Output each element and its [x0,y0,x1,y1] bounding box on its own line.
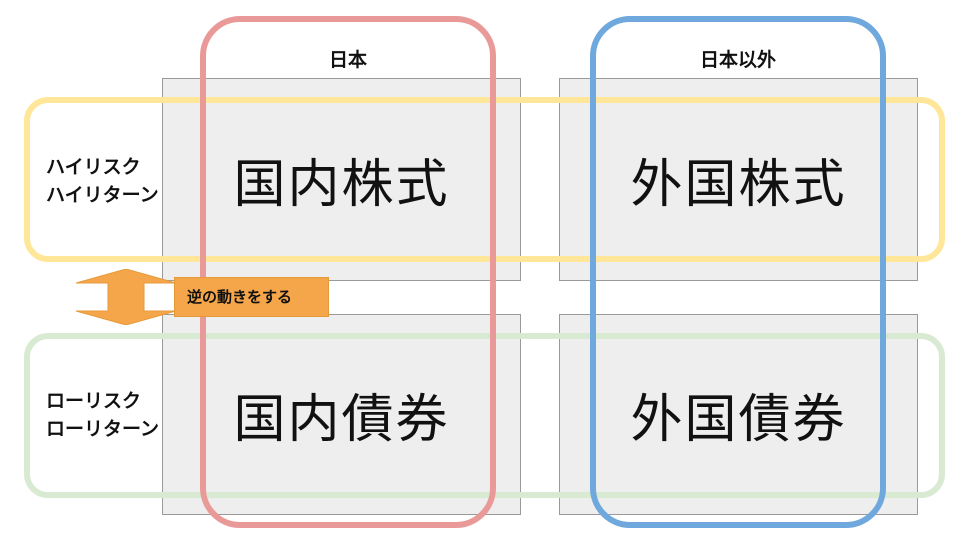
quadrant-domestic-stock: 国内株式 [162,78,521,281]
row-label-low-risk-line2: ローリターン [46,418,160,440]
row-label-high-risk: ハイリスク ハイリターン [46,153,159,209]
quadrant-domestic-bond: 国内債券 [162,314,521,515]
quadrant-domestic-bond-label: 国内債券 [233,390,450,450]
row-label-high-risk-line2: ハイリターン [46,184,159,206]
column-header-japan: 日本 [328,49,367,71]
quadrant-foreign-bond-label: 外国債券 [630,390,847,450]
row-label-low-risk-line1: ローリスク [46,390,142,412]
quadrant-foreign-bond: 外国債券 [559,314,918,515]
row-label-high-risk-line1: ハイリスク [46,156,141,178]
quadrant-foreign-stock-label: 外国株式 [630,155,847,215]
opposite-movement-callout: 逆の動きをする [174,277,329,317]
double-arrow-icon [76,269,176,325]
column-header-overseas: 日本以外 [699,49,776,71]
quadrant-foreign-stock: 外国株式 [559,78,918,281]
row-label-low-risk: ローリスク ローリターン [46,387,159,443]
quadrant-domestic-stock-label: 国内株式 [233,155,450,215]
